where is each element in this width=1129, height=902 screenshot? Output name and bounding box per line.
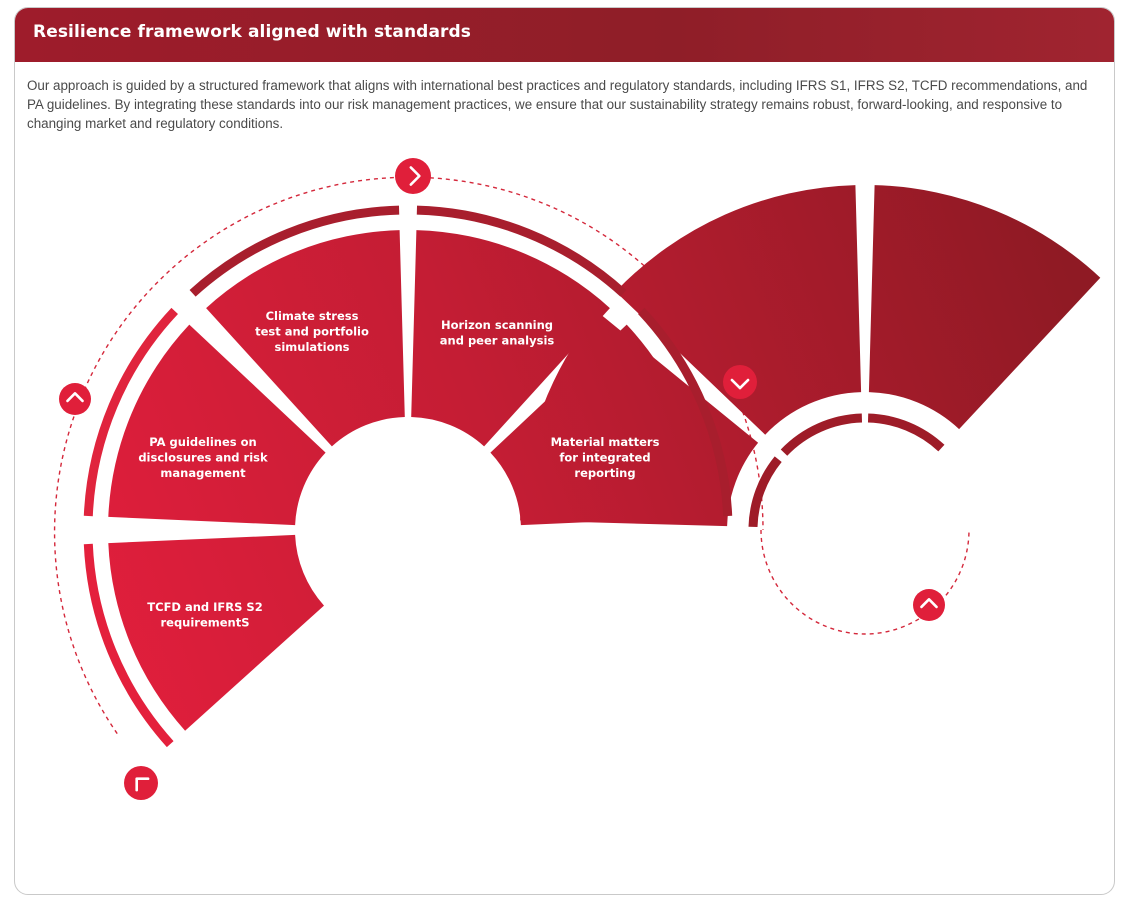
segment-label-line: analysis, bbox=[614, 605, 671, 619]
segment-label-line: PA guidelines on bbox=[149, 435, 256, 449]
inner-thin-arc-1 bbox=[748, 456, 782, 528]
segment-risks bbox=[868, 185, 1101, 430]
segment-label-horizon: Horizon scanning and peer analysis bbox=[440, 318, 555, 348]
arrow-circle-right bbox=[723, 365, 757, 399]
segment-label-line: business units bbox=[596, 621, 690, 635]
segment-label-line: for integrated bbox=[559, 451, 650, 465]
segment-label-line: Horizon scanning bbox=[441, 318, 553, 332]
segment-label-line: Risks, bbox=[948, 735, 987, 749]
segment-label-tcfd: TCFD and IFRS S2 requirementS bbox=[147, 600, 262, 630]
segment-label-line: simulations bbox=[274, 340, 349, 354]
segment-horizon bbox=[411, 230, 610, 447]
arrow-circle-bg bbox=[913, 589, 945, 621]
inner-thin-arc-3 bbox=[867, 413, 945, 452]
segments-group bbox=[108, 185, 1101, 731]
arrow-circle-bg bbox=[395, 158, 431, 194]
card-header: Resilience framework aligned with standa… bbox=[15, 8, 1114, 62]
segment-label-line: and strategic trend bbox=[580, 590, 706, 604]
chevron-icon bbox=[920, 598, 938, 609]
segment-label-line: requirementS bbox=[160, 616, 249, 630]
segment-label-risks: Risks, opportunities,and business model im… bbox=[906, 735, 1029, 796]
segment-emerging bbox=[520, 311, 759, 527]
segment-label-line: Strategic scenario bbox=[724, 729, 843, 743]
segment-label-line: and business bbox=[924, 766, 1009, 780]
segment-label-line: TCFD and IFRS S2 bbox=[147, 600, 262, 614]
segment-label-line: model implications bbox=[906, 782, 1029, 796]
arrow-circle-top bbox=[395, 158, 431, 194]
segment-label-line: input bbox=[626, 652, 661, 666]
card-title: Resilience framework aligned with standa… bbox=[33, 22, 471, 42]
segment-strategic bbox=[615, 185, 862, 435]
segment-label-line: test and portfolio bbox=[255, 325, 369, 339]
segment-label-line: Material matters bbox=[551, 435, 660, 449]
chevron-icon bbox=[730, 378, 750, 390]
segment-label-line: Emerging risk bbox=[598, 574, 688, 588]
outer-thin-arc-bottom bbox=[83, 543, 174, 748]
outer-thin-arc-2 bbox=[416, 205, 627, 297]
segment-pa bbox=[108, 324, 326, 526]
arrow-circle-bg bbox=[124, 766, 158, 800]
dashed-inner-arc bbox=[760, 529, 970, 635]
dashed-outer-arc bbox=[53, 176, 700, 734]
outer-thin-arc-left bbox=[83, 307, 178, 517]
outer-thin-arc-1 bbox=[189, 205, 400, 297]
segment-climate bbox=[206, 230, 405, 447]
inner-thin-arc-2 bbox=[780, 413, 863, 456]
segment-label-line: disclosures and risk bbox=[138, 451, 268, 465]
segment-label-line: management bbox=[160, 466, 246, 480]
segment-label-line: and peer analysis bbox=[440, 334, 555, 348]
segment-label-line: reporting bbox=[574, 466, 635, 480]
chevron-icon bbox=[409, 166, 421, 186]
segment-label-line: to other scenarios bbox=[724, 760, 842, 774]
arrow-circle-bottom-left bbox=[124, 766, 158, 800]
segment-label-line: opportunities, bbox=[921, 751, 1013, 765]
segment-label-line: development linked bbox=[719, 745, 847, 759]
intro-paragraph: Our approach is guided by a structured f… bbox=[27, 78, 1088, 131]
segment-tcfd bbox=[108, 534, 324, 731]
labels-group: TCFD and IFRS S2 requirementS PA guideline… bbox=[138, 309, 1028, 796]
arrow-circle-bottom-right bbox=[913, 589, 945, 621]
arrow-circle-bg bbox=[59, 383, 91, 415]
thin-arcs-group bbox=[83, 205, 945, 748]
segment-label-line: and function bbox=[602, 636, 684, 650]
outer-thin-arc-3 bbox=[638, 307, 733, 517]
arrow-circle-bg bbox=[723, 365, 757, 399]
arrow-circle-left bbox=[59, 383, 91, 415]
chevron-icon bbox=[135, 777, 150, 792]
arrow-circles-group bbox=[59, 158, 945, 800]
chevron-icon bbox=[66, 392, 84, 403]
segment-label-line: Climate stress bbox=[266, 309, 359, 323]
